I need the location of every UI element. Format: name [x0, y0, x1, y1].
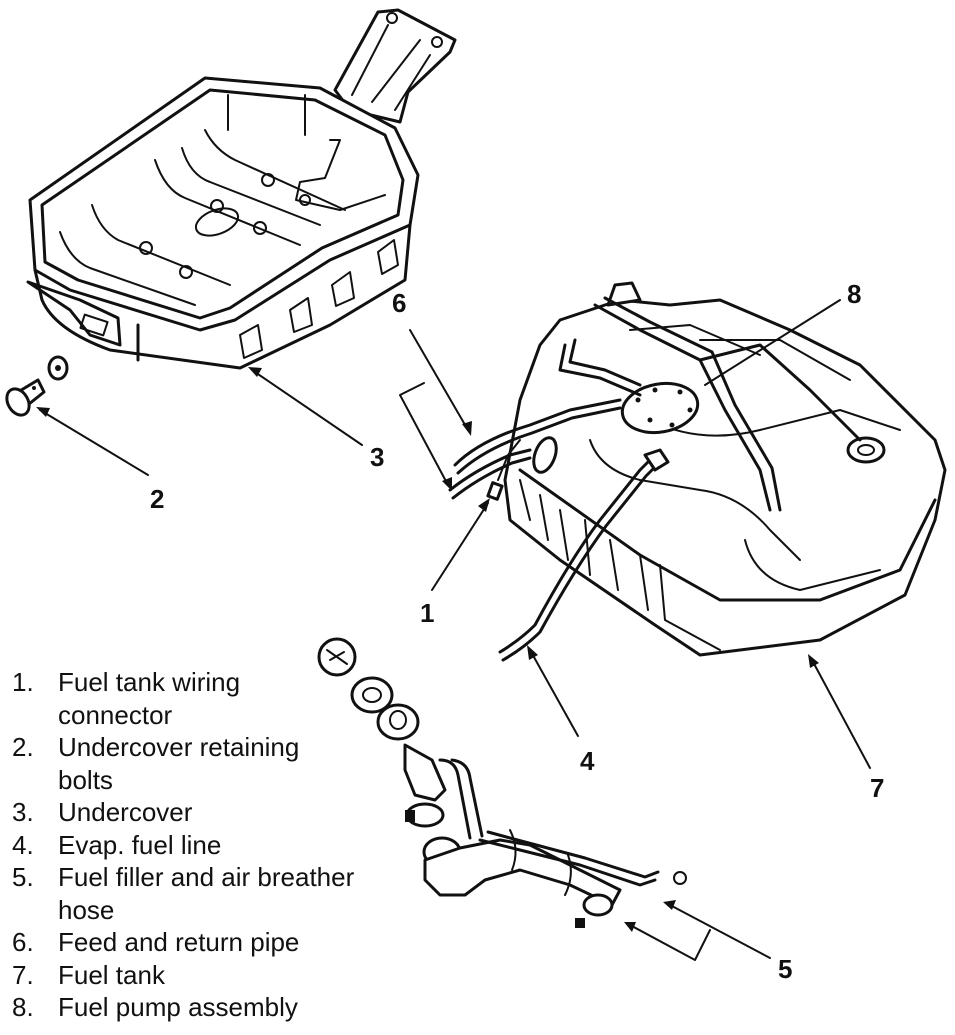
legend-item: 2. Undercover retaining bolts: [12, 731, 357, 796]
wiring-connector: [486, 439, 521, 501]
legend-number: 8.: [12, 992, 34, 1022]
legend-label: Fuel pump assembly: [58, 992, 298, 1022]
legend-label: Fuel tank: [58, 959, 165, 990]
legend-item: 1. Fuel tank wiring connector: [12, 666, 357, 731]
undercover: [26, 8, 457, 370]
legend-item: 6. Feed and return pipe: [12, 926, 357, 959]
callout-7: 7: [870, 773, 884, 803]
legend-number: 7.: [12, 959, 34, 990]
callout-6: 6: [392, 288, 406, 318]
callout-8: 8: [847, 279, 861, 309]
feed-return-pipe: [448, 398, 622, 500]
parts-legend: 1. Fuel tank wiring connector 2. Underco…: [12, 666, 357, 1024]
legend-label: Feed and return pipe: [58, 927, 300, 957]
callout-labels: 1 2 3 4 5 6 7 8: [150, 279, 884, 984]
callout-2: 2: [150, 484, 164, 514]
legend-label: Undercover: [58, 797, 193, 827]
legend-number: 4.: [12, 829, 34, 860]
callout-4: 4: [580, 746, 595, 776]
legend-item: 4. Evap. fuel line: [12, 829, 357, 862]
legend-item: 3. Undercover: [12, 796, 357, 829]
callout-3: 3: [370, 442, 384, 472]
legend-label: Evap. fuel line: [58, 829, 222, 860]
legend-number: 2.: [12, 732, 34, 762]
legend-number: 6.: [12, 927, 34, 957]
legend-label: Fuel filler and air breather hose: [58, 862, 355, 925]
legend-item: 5. Fuel filler and air breather hose: [12, 861, 357, 926]
evap-fuel-line: [498, 448, 670, 662]
callout-5: 5: [778, 954, 792, 984]
tank-straps-and-lines: [558, 296, 862, 512]
legend-item: 8. Fuel pump assembly: [12, 991, 357, 1024]
legend-number: 3.: [12, 797, 34, 827]
leader-lines: [36, 299, 871, 961]
legend-label: Undercover retaining bolts: [58, 732, 300, 795]
legend-item: 7. Fuel tank: [12, 959, 357, 992]
fuel-tank: [503, 281, 947, 657]
fuel-filler-and-breather-hose: [317, 637, 687, 928]
retaining-bolt: [5, 355, 69, 417]
legend-number: 5.: [12, 862, 34, 892]
legend-number: 1.: [12, 667, 34, 697]
callout-1: 1: [420, 598, 434, 628]
legend-label: Fuel tank wiring connector: [58, 667, 241, 730]
